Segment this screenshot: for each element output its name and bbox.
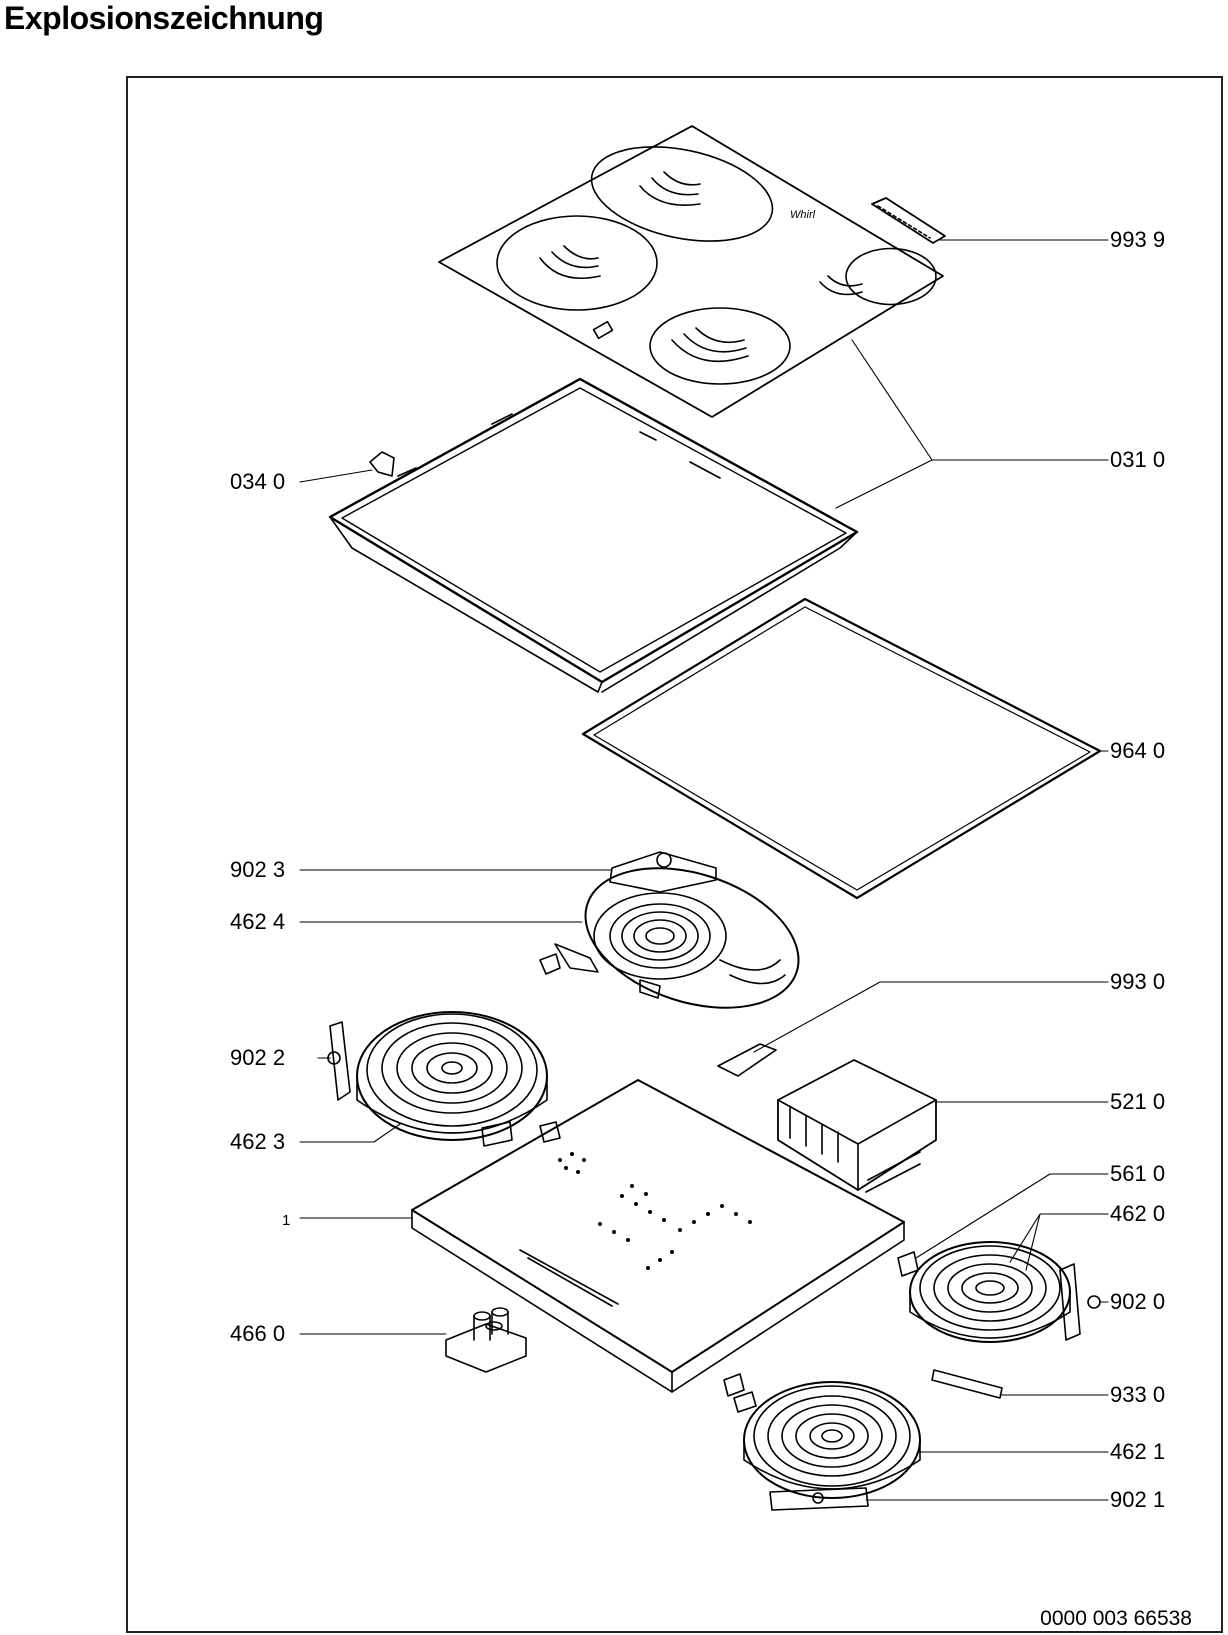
terminal-connector-b [539,1121,561,1143]
callout-462-4: 462 4 [230,909,286,934]
control-strip [871,197,946,244]
callout-031-0: 031 0 [1110,447,1166,472]
terminal-connector-a [539,953,561,975]
spring-clip [717,1043,777,1077]
callout-902-2: 902 2 [230,1045,286,1070]
svg-text:Whirl: Whirl [790,209,816,221]
dual-radiant-heater [554,867,800,1009]
callout-964-0: 964 0 [1110,738,1166,763]
bracket-902-1 [769,1487,869,1511]
callout-466-0: 466 0 [230,1321,286,1346]
callout-561-0: 561 0 [1110,1161,1166,1186]
callout-034-0: 034 0 [230,469,286,494]
connector-561 [897,1251,919,1277]
glass-ceramic-top: Whirl [438,125,944,418]
clip-034 [369,451,395,477]
callout-902-3: 902 3 [230,857,286,882]
terminal-part-466 [445,1307,527,1373]
callout-462-0: 462 0 [1110,1201,1166,1226]
gasket-seal [581,597,1102,900]
leader-lines [299,239,1109,1501]
drawing-number: 0000 003 66538 [1040,1607,1192,1630]
terminal-block-box [777,1059,937,1193]
cooktop-frame [328,377,859,693]
callout-902-1: 902 1 [1110,1487,1166,1512]
callout-462-1: 462 1 [1110,1439,1166,1464]
page-title: Explosionszeichnung [4,0,324,36]
round-radiant-heater-right [909,1241,1071,1343]
support-bar [931,1369,1003,1399]
callout-993-0: 993 0 [1110,969,1166,994]
diagram-frame [126,76,1223,1633]
callout-993-9: 993 9 [1110,227,1166,252]
callout-902-0: 902 0 [1110,1289,1166,1314]
bracket-902-2 [327,1021,351,1101]
round-radiant-heater-front [723,1373,921,1499]
bracket-902-3 [609,851,717,893]
callout-933-0: 933 0 [1110,1382,1166,1407]
base-tray [411,1079,905,1393]
callout-462-3: 462 3 [230,1129,286,1154]
callout-1: 1 [282,1212,291,1229]
round-radiant-heater-large [356,1011,548,1147]
callout-521-0: 521 0 [1110,1089,1166,1114]
